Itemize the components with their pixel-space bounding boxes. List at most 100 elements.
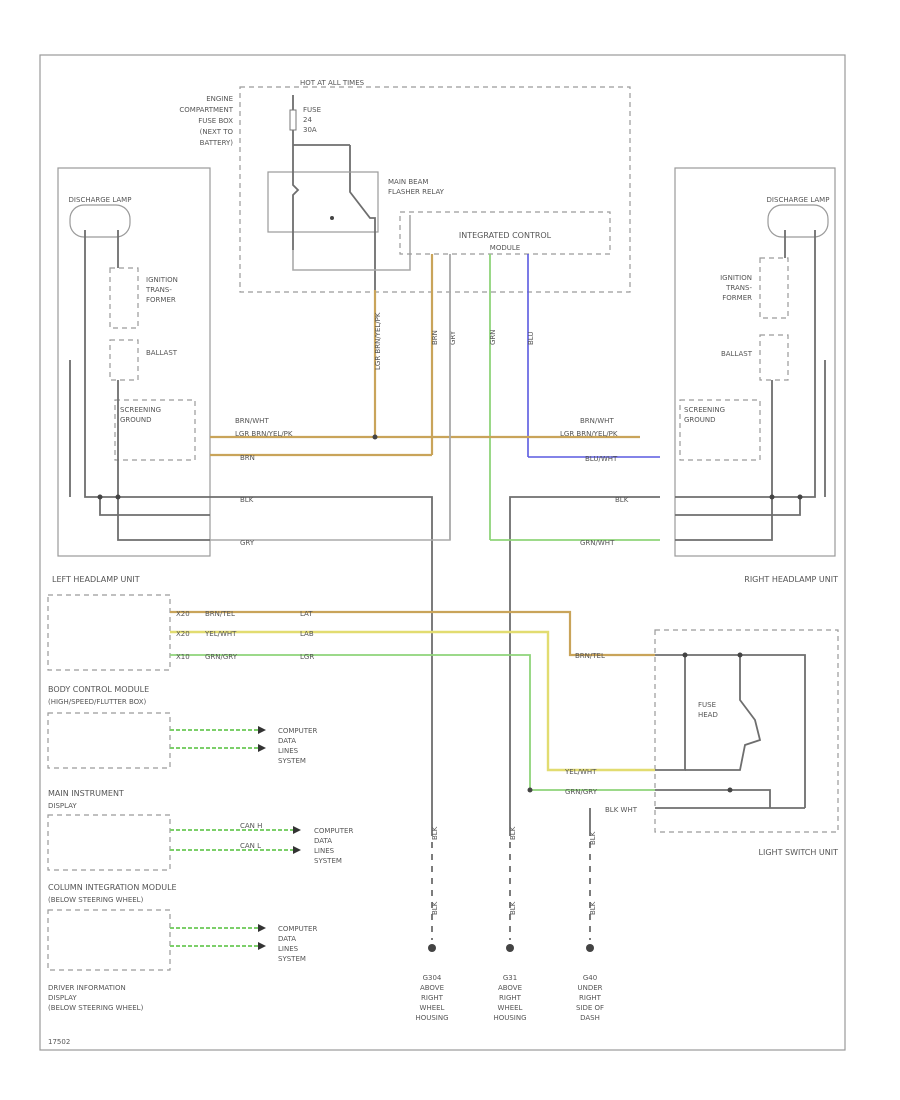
- svg-text:LAB: LAB: [300, 630, 314, 638]
- right-lamp-feed-2: [675, 230, 816, 498]
- svg-text:WHEEL: WHEEL: [420, 1004, 445, 1012]
- switch-gry-path: [655, 789, 771, 808]
- brntel-wire: [170, 610, 655, 657]
- right-ignition-label: IGNITION TRANS- FORMER: [720, 274, 752, 302]
- relay-contact: [349, 175, 376, 290]
- left-splice-2-icon: [115, 494, 121, 500]
- bcm-computer-data-label: COMPUTER DATA LINES SYSTEM: [278, 727, 317, 765]
- left-ignition-transformer: [109, 267, 139, 329]
- grngry-splice-icon: [527, 787, 533, 793]
- right-grnwht-label: GRN/WHT: [580, 539, 615, 547]
- svg-text:BLK: BLK: [431, 826, 439, 840]
- svg-text:WHEEL: WHEEL: [498, 1004, 523, 1012]
- svg-text:COMPUTER: COMPUTER: [314, 827, 353, 835]
- fuse-label: FUSE 24 30A: [303, 106, 321, 134]
- right-screening: [679, 399, 761, 461]
- switch-splice-icon: [682, 652, 688, 658]
- right-headlamp-unit-label: RIGHT HEADLAMP UNIT: [744, 575, 838, 584]
- svg-text:FUSE: FUSE: [303, 106, 321, 114]
- svg-text:(BELOW STEERING WHEEL): (BELOW STEERING WHEEL): [48, 896, 144, 904]
- wire-label-gry: GRY: [449, 330, 457, 345]
- svg-text:SIDE OF: SIDE OF: [576, 1004, 604, 1012]
- svg-text:SYSTEM: SYSTEM: [314, 857, 342, 865]
- svg-text:TRANS-: TRANS-: [145, 286, 172, 294]
- right-discharge-lamp-icon: [767, 204, 829, 238]
- switch-splice-3-icon: [727, 787, 733, 793]
- svg-text:MODULE: MODULE: [490, 244, 520, 252]
- left-blk-ground: [210, 496, 433, 830]
- svg-text:30A: 30A: [303, 126, 317, 134]
- svg-text:LINES: LINES: [278, 945, 299, 953]
- svg-text:BRN/TEL: BRN/TEL: [575, 652, 605, 660]
- svg-text:BODY CONTROL MODULE: BODY CONTROL MODULE: [48, 685, 149, 694]
- svg-text:HEAD: HEAD: [698, 711, 718, 719]
- right-splice-1-icon: [769, 494, 775, 500]
- right-bluwht-label: BLU/WHT: [585, 455, 618, 463]
- right-screening-label: SCREENING GROUND: [684, 406, 725, 424]
- svg-text:INTEGRATED CONTROL: INTEGRATED CONTROL: [459, 231, 552, 240]
- svg-text:BLK: BLK: [509, 901, 517, 915]
- svg-text:X10: X10: [176, 653, 190, 661]
- ground-g304: BLK BLK G304 ABOVE RIGHT WHEEL HOUSING: [415, 826, 448, 1022]
- switch-fuse-label: FUSE HEAD: [698, 701, 718, 719]
- instrument-arrow-2-icon: [293, 846, 301, 854]
- svg-text:ABOVE: ABOVE: [420, 984, 444, 992]
- right-ballast: [759, 334, 789, 381]
- svg-text:IGNITION: IGNITION: [146, 276, 178, 284]
- bcm-label: BODY CONTROL MODULE (HIGH/SPEED/FLUTTER …: [48, 685, 149, 706]
- left-lamp-feed-1: [84, 230, 210, 498]
- svg-text:GRN/GRY: GRN/GRY: [205, 653, 238, 661]
- ground-g31-icon: [506, 944, 514, 952]
- svg-text:(NEXT TO: (NEXT TO: [200, 128, 234, 136]
- column-arrow-2-icon: [258, 942, 266, 950]
- right-blk-label: BLK: [615, 496, 629, 504]
- svg-text:GRN/GRY: GRN/GRY: [565, 788, 598, 796]
- svg-text:DISPLAY: DISPLAY: [48, 994, 77, 1002]
- svg-text:BLK: BLK: [431, 901, 439, 915]
- wire-label-brn-vert: LGR BRN/YEL/PK: [374, 312, 382, 370]
- svg-text:MAIN INSTRUMENT: MAIN INSTRUMENT: [48, 789, 124, 798]
- left-lamp-label: DISCHARGE LAMP: [69, 196, 132, 204]
- left-gry-harness: [210, 254, 451, 541]
- ground-g304-icon: [428, 944, 436, 952]
- svg-text:DATA: DATA: [314, 837, 332, 845]
- svg-text:YEL/WHT: YEL/WHT: [204, 630, 237, 638]
- svg-text:GROUND: GROUND: [120, 416, 152, 424]
- svg-text:ABOVE: ABOVE: [498, 984, 522, 992]
- driver-info-label: DRIVER INFORMATION DISPLAY (BELOW STEERI…: [48, 984, 144, 1012]
- right-gnd-loop: [675, 497, 801, 516]
- bcm-arrow-2-icon: [258, 744, 266, 752]
- svg-text:COLUMN INTEGRATION MODULE: COLUMN INTEGRATION MODULE: [48, 883, 177, 892]
- relay-pivot-icon: [330, 216, 334, 220]
- icm-label: INTEGRATED CONTROL MODULE: [459, 231, 552, 252]
- switch-splice-2-icon: [737, 652, 743, 658]
- relay-ground-path: [292, 215, 411, 271]
- left-blk-label: BLK: [240, 496, 254, 504]
- svg-text:COMPUTER: COMPUTER: [278, 727, 317, 735]
- svg-text:BATTERY): BATTERY): [200, 139, 234, 147]
- svg-text:COMPARTMENT: COMPARTMENT: [179, 106, 233, 114]
- svg-text:COMPUTER: COMPUTER: [278, 925, 317, 933]
- svg-text:DASH: DASH: [580, 1014, 600, 1022]
- left-brnwht-label-2: LGR BRN/YEL/PK: [235, 430, 293, 438]
- svg-text:SCREENING: SCREENING: [120, 406, 161, 414]
- svg-text:G304: G304: [423, 974, 442, 982]
- svg-text:FLASHER RELAY: FLASHER RELAY: [388, 188, 445, 196]
- svg-text:BLK WHT: BLK WHT: [605, 806, 638, 814]
- svg-text:RIGHT: RIGHT: [499, 994, 522, 1002]
- svg-text:X20: X20: [176, 630, 190, 638]
- left-headlamp-unit: [57, 167, 211, 557]
- right-ballast-label: BALLAST: [721, 350, 753, 358]
- instrument-box: [47, 814, 171, 871]
- svg-text:SYSTEM: SYSTEM: [278, 757, 306, 765]
- svg-text:MAIN BEAM: MAIN BEAM: [388, 178, 428, 186]
- right-headlamp-unit: [674, 167, 836, 557]
- svg-text:DATA: DATA: [278, 935, 296, 943]
- bcm-arrow-1-icon: [258, 726, 266, 734]
- left-ignition-label: IGNITION TRANS- FORMER: [145, 276, 178, 304]
- svg-text:CAN L: CAN L: [240, 842, 261, 850]
- diagram-code: 17502: [48, 1038, 70, 1046]
- left-gry-label: GRY: [240, 539, 255, 547]
- ground-g40: BLK BLK G40 UNDER RIGHT SIDE OF DASH: [576, 830, 604, 1022]
- svg-text:DISPLAY: DISPLAY: [48, 802, 77, 810]
